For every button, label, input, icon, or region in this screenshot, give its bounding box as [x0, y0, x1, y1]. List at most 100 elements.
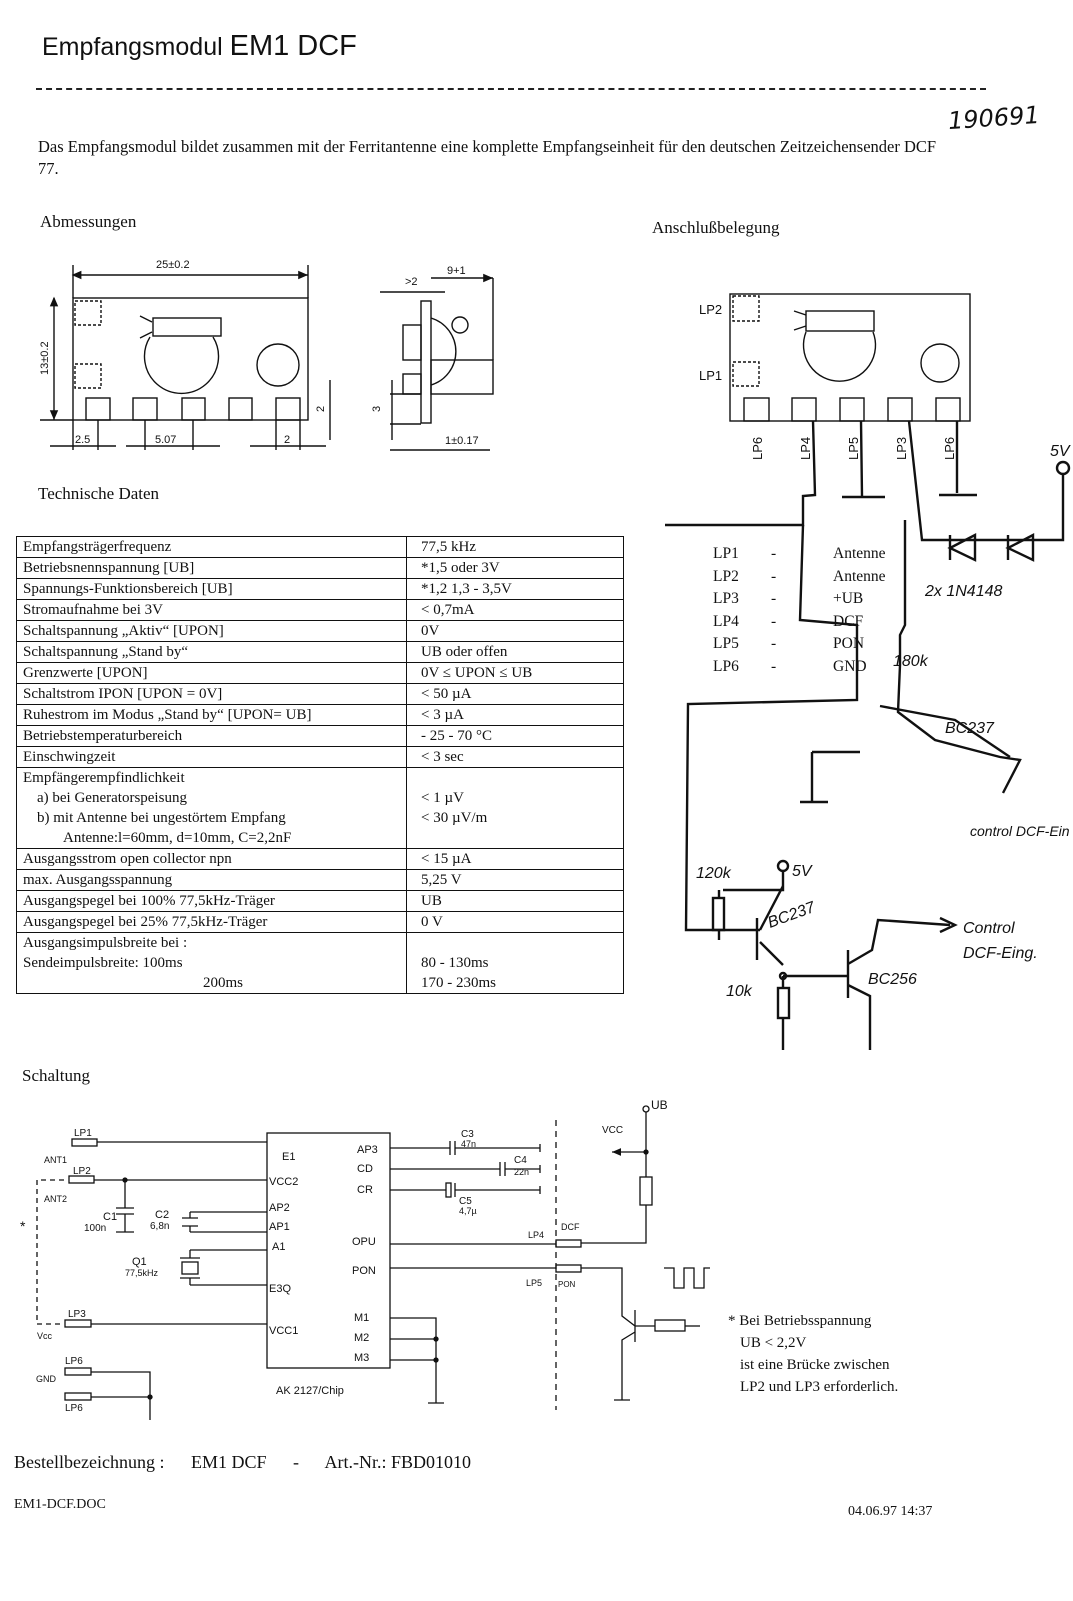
pin-label: LP5 [846, 437, 861, 460]
dim-standoff: >2 [405, 276, 418, 288]
pin-desc: GND [833, 657, 867, 675]
tech-param: Schaltspannung „Stand by“ [16, 641, 407, 663]
pin-mapping-row: LP1-Antenne [713, 543, 886, 566]
handwritten-circuit-labels: 5V 2x 1N4148 180k BC237 control DCF-Ein … [696, 443, 1071, 1000]
dashed-divider [36, 88, 986, 90]
tech-value-text: 77,5 kHz [421, 539, 476, 555]
tech-param: Spannungs-Funktionsbereich [UB] [16, 578, 407, 600]
tech-row: Stromaufnahme bei 3V < 0,7mA [16, 599, 624, 621]
tech-param: Schaltstrom IPON [UPON = 0V] [16, 683, 407, 705]
chip-pin: VCC2 [269, 1176, 298, 1188]
tech-param: Ruhestrom im Modus „Stand by“ [UPON= UB] [16, 704, 407, 726]
pin-desc: Antenne [833, 545, 886, 562]
pinout-drawing [729, 293, 971, 422]
tech-value: < 1 µV< 30 µV/m [406, 767, 624, 849]
tech-value-text: UB [421, 893, 442, 909]
tech-param-text: Betriebsnennspannung [UB] [23, 560, 195, 576]
hw-output-top-label: control DCF-Ein [970, 823, 1070, 839]
title-model: EM1 DCF [229, 30, 357, 62]
tech-value: *1,2 1,3 - 3,5V [406, 578, 624, 600]
c1-value: 100n [84, 1223, 106, 1234]
dim-thickness: 1±0.17 [445, 435, 479, 447]
pin-id: LP3 [713, 590, 739, 608]
pin-label: LP3 [894, 437, 909, 460]
tech-value: 0 V [406, 911, 624, 933]
hw-resistor-top-label: 180k [893, 653, 929, 670]
pin-mapping-row: LP6 - GND [713, 656, 886, 679]
tech-param: Empfangsträgerfrequenz [16, 536, 407, 558]
footnote-line: UB < 2,2V [740, 1335, 807, 1351]
tech-param-text: Schaltstrom IPON [UPON = 0V] [23, 686, 223, 702]
pin-label: LP4 [798, 437, 813, 460]
pin-mapping-row: LP5-PON [713, 633, 886, 656]
chip-pin: VCC1 [269, 1325, 298, 1337]
chip-pin: AP2 [269, 1202, 290, 1214]
c2-value: 6,8n [150, 1221, 169, 1232]
tech-param-text: Ausgangsstrom open collector npn [23, 851, 232, 867]
chip-pin: M1 [354, 1312, 369, 1324]
tech-value-sub: 80 - 130ms [421, 955, 489, 971]
lp4-label: LP4 [528, 1230, 544, 1240]
pin-label: LP6 [750, 437, 765, 460]
tech-param: Grenzwerte [UPON] [16, 662, 407, 684]
order-dash: - [292, 1452, 299, 1472]
tech-row: Ausgangsstrom open collector npn< 15 µA [16, 848, 624, 870]
tech-param: Ausgangsimpulsbreite bei :Sendeimpulsbre… [16, 932, 407, 994]
tech-row: Ruhestrom im Modus „Stand by“ [UPON= UB]… [16, 704, 624, 726]
tech-row: Schaltstrom IPON [UPON = 0V]< 50 µA [16, 683, 624, 705]
pin-id: LP4 [713, 612, 739, 630]
tech-row: Grenzwerte [UPON]0V ≤ UPON ≤ UB [16, 662, 624, 684]
tech-value-text: - 25 - 70 °C [421, 728, 492, 744]
document-title: Empfangsmodul EM1 DCF [42, 30, 357, 63]
pin-mapping-row: LP4-DCF [713, 611, 886, 634]
footer-datetime: 04.06.97 14:37 [848, 1504, 933, 1519]
c3-value: 47n [461, 1139, 476, 1149]
dim-pin-end: 2 [284, 434, 290, 446]
tech-value: UB oder offen [406, 641, 624, 663]
hw-output-bottom-2: DCF-Eing. [963, 945, 1038, 962]
tech-value: < 3 µA [406, 704, 624, 726]
c2-label: C2 [155, 1209, 169, 1221]
tech-value-text: < 0,7mA [421, 602, 475, 618]
net-label: Vcc [37, 1331, 53, 1341]
pin-id: LP6 [713, 657, 739, 675]
c4-label: C4 [514, 1155, 527, 1166]
tech-value-text: < 3 sec [421, 749, 464, 765]
intro-paragraph: Das Empfangsmodul bildet zusammen mit de… [38, 137, 937, 178]
tech-value: 0V [406, 620, 624, 642]
pin-mapping-row: LP3-+UB [713, 588, 886, 611]
tech-value-text: *1,2 1,3 - 3,5V [421, 581, 512, 597]
tech-value: *1,5 oder 3V [406, 557, 624, 579]
order-article: Art.-Nr.: FBD01010 [324, 1452, 471, 1472]
pin-id: LP5 [713, 635, 739, 653]
tech-value: - 25 - 70 °C [406, 725, 624, 747]
chip-pin: OPU [352, 1236, 376, 1248]
tech-row: Schaltspannung „Stand by“ UB oder offen [16, 641, 624, 663]
pin-sep: - [771, 657, 777, 675]
section-pinout: Anschlußbelegung [652, 218, 780, 237]
tech-value-sub: < 30 µV/m [421, 810, 488, 826]
dim-depth: 9+1 [447, 265, 466, 277]
tech-value-sub: 170 - 230ms [421, 975, 496, 991]
tech-param-text: Spannungs-Funktionsbereich [UB] [23, 581, 233, 597]
tech-value: UB [406, 890, 624, 912]
pad-label: LP2 [73, 1166, 91, 1177]
hw-transistor-top-label: BC237 [945, 720, 995, 737]
chip-name: AK 2127/Chip [276, 1385, 344, 1397]
ub-label: UB [651, 1098, 668, 1112]
pad-label: LP6 [65, 1356, 83, 1367]
tech-param-text: Schaltspannung „Stand by“ [23, 644, 188, 660]
tech-param: Stromaufnahme bei 3V [16, 599, 407, 621]
c3-label: C3 [461, 1129, 474, 1140]
chip-pin: AP3 [357, 1144, 378, 1156]
dim-height: 13±0.2 [39, 341, 51, 375]
tech-param: Ausgangsstrom open collector npn [16, 848, 407, 870]
footnote-line: ist eine Brücke zwischen [740, 1357, 890, 1373]
tech-param-sub: Sendeimpulsbreite: 100ms [23, 955, 183, 971]
tech-param-sub: Antenne:l=60mm, d=10mm, C=2,2nF [63, 830, 292, 846]
footer-filename: EM1-DCF.DOC [14, 1497, 106, 1512]
handwritten-circuit-wires [665, 420, 1071, 1050]
